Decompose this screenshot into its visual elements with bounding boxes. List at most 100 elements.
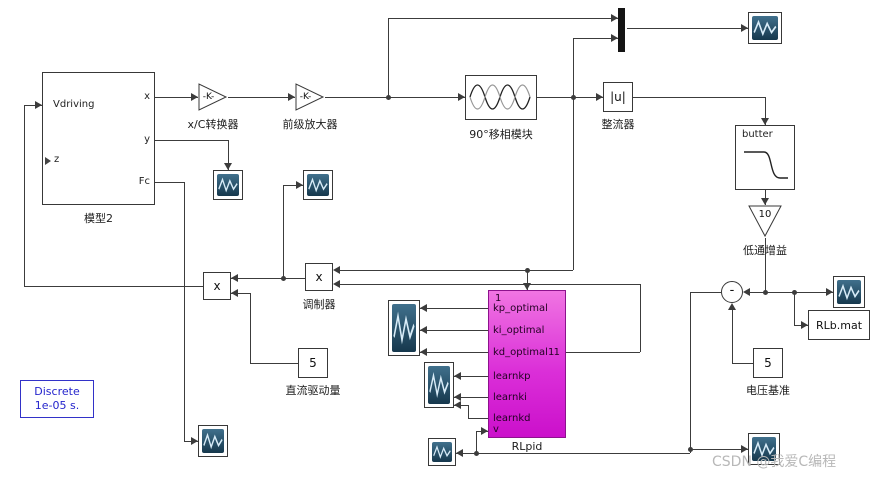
scope-mux-output[interactable] [748, 12, 782, 44]
rlpid-port-learnkp: learnkp [493, 371, 531, 382]
scope-modulator-output[interactable] [303, 170, 333, 200]
sum-block[interactable]: - [721, 281, 743, 303]
scope-error-input[interactable] [428, 438, 456, 466]
wire [420, 308, 488, 309]
rlpid-port-learnkd: learnkd [493, 413, 531, 424]
wire-arrow [481, 427, 488, 435]
abs-value: |u| [610, 90, 626, 104]
wire-arrow [743, 288, 750, 296]
wire [456, 453, 476, 454]
wire [155, 140, 228, 141]
discrete-solver-block[interactable]: Discrete 1e-05 s. [20, 380, 94, 418]
modulator-product-block[interactable]: x [305, 263, 333, 291]
wire [184, 182, 185, 441]
modulator-label: 调制器 [302, 298, 336, 311]
model2-subsystem[interactable]: Vdriving z x y Fc [42, 72, 155, 205]
gain-preamp-label: 前级放大器 [282, 118, 338, 131]
branch-dot [386, 95, 391, 100]
wire [765, 97, 766, 125]
rectifier-label: 整流器 [601, 118, 635, 131]
mux[interactable] [618, 8, 625, 52]
wire-arrow [288, 93, 295, 101]
gain-xc-label: x/C转换器 [187, 118, 239, 131]
gain-xc-converter[interactable]: -K- [198, 83, 228, 111]
wire-arrow [191, 93, 198, 101]
scope-model-y[interactable] [213, 170, 243, 200]
port-label-y: y [144, 134, 150, 145]
discrete-line1: Discrete [34, 385, 80, 398]
scope-fc-output[interactable] [198, 425, 228, 457]
wire [335, 284, 640, 285]
voltage-ref-label: 电压基准 [746, 384, 790, 397]
wire [283, 185, 284, 278]
rlpid-port-kp: kp_optimal [493, 303, 548, 314]
wire-arrow [801, 321, 808, 329]
scope-screen-icon [307, 174, 329, 196]
wire-arrow [523, 283, 531, 290]
gain-lowpass[interactable]: 10 [748, 205, 782, 238]
wire [765, 190, 766, 205]
wire [527, 270, 528, 290]
wire-arrow [611, 34, 618, 42]
port-label-vdriving: Vdriving [53, 99, 95, 110]
wire-arrow [420, 348, 427, 356]
wire [454, 405, 468, 406]
wire-arrow [454, 393, 461, 401]
wire [454, 376, 488, 377]
butter-filter-block[interactable]: butter [735, 125, 795, 190]
wire [732, 363, 753, 364]
gain-triangle-icon [198, 83, 228, 111]
scope-error-signal[interactable] [748, 433, 780, 465]
wire [476, 431, 477, 453]
filter-response-icon [744, 151, 788, 179]
scope-learn-params[interactable] [424, 362, 454, 408]
to-file-block[interactable]: RLb.mat [808, 310, 870, 340]
abs-block[interactable]: |u| [603, 82, 633, 112]
wire [155, 182, 184, 183]
wire [765, 292, 833, 293]
product-block[interactable]: x [203, 272, 231, 300]
wire [388, 18, 389, 97]
product-symbol: x [213, 279, 221, 293]
wire-arrow [456, 449, 463, 457]
wire [566, 352, 640, 353]
branch-dot [792, 290, 797, 295]
wire [325, 97, 465, 98]
model2-label: 模型2 [84, 212, 113, 225]
scope-measured-signal[interactable] [833, 276, 865, 308]
wire [690, 292, 721, 293]
wire [627, 28, 748, 29]
rlpid-port-kd: kd_optimal1 [493, 347, 555, 358]
wire [732, 305, 733, 363]
gain-value: 10 [758, 209, 772, 220]
wire-arrow [35, 101, 42, 109]
z-port-arrow-icon [45, 157, 51, 165]
scope-pid-params[interactable] [388, 300, 420, 356]
wire [765, 238, 766, 292]
product-symbol: x [315, 270, 323, 284]
wire [746, 292, 765, 293]
wire-arrow [191, 437, 198, 445]
phase-shift-block[interactable] [465, 75, 537, 120]
wire [794, 292, 795, 325]
rlpid-out-port: 1 [553, 347, 560, 358]
wire [573, 38, 618, 39]
branch-dot [525, 268, 530, 273]
wire-arrow [420, 304, 427, 312]
gain-preamp[interactable]: -K- [295, 83, 325, 111]
dc-drive-constant[interactable]: 5 [298, 348, 328, 378]
rlpid-subsystem[interactable]: 1 kp_optimal ki_optimal kd_optimal1 lear… [488, 290, 566, 438]
wire [690, 292, 691, 453]
branch-dot [281, 276, 286, 281]
voltage-ref-constant[interactable]: 5 [753, 348, 783, 378]
port-label-z: z [54, 154, 60, 165]
branch-dot [474, 451, 479, 456]
scope-screen-icon [428, 366, 450, 404]
wire [640, 284, 641, 352]
wire [24, 286, 203, 287]
wire [454, 397, 488, 398]
wire [420, 352, 488, 353]
wire [155, 97, 198, 98]
gain-triangle-icon [295, 83, 325, 111]
scope-screen-icon [752, 16, 778, 40]
